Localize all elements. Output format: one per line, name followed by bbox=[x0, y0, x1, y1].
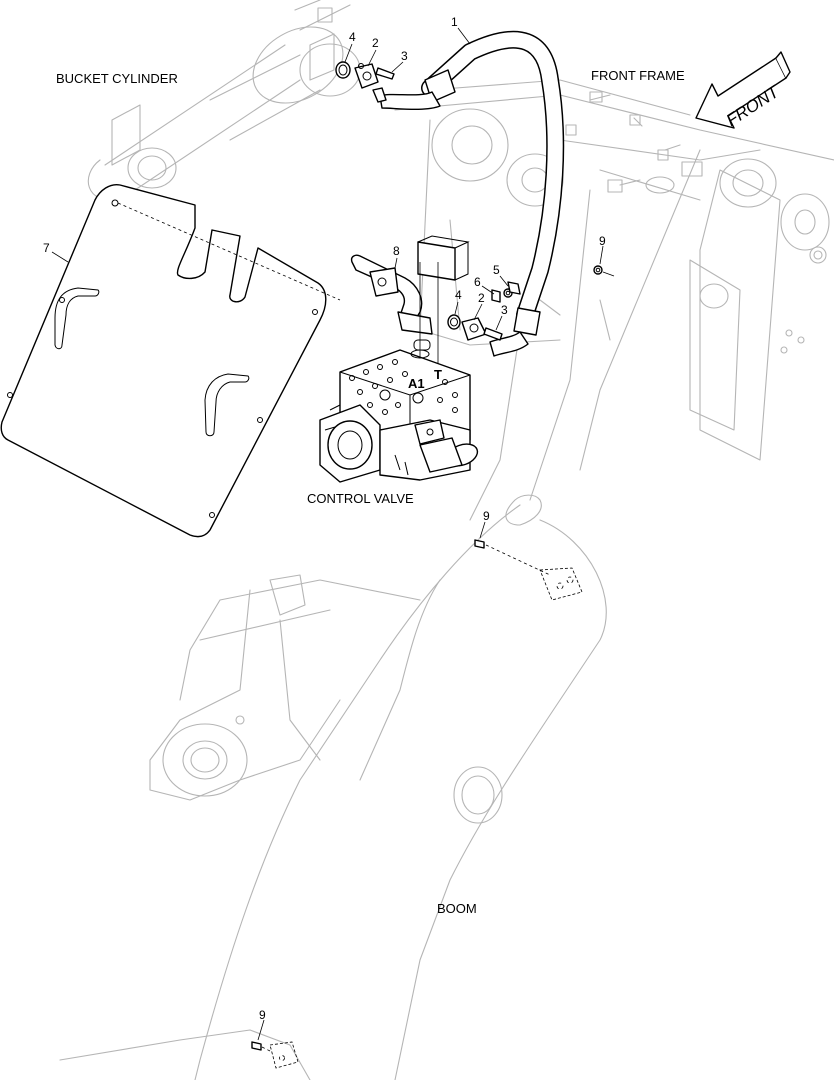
lower-fittings bbox=[447, 281, 521, 341]
port-t-label: T bbox=[434, 367, 442, 382]
callout-4-lower: 4 bbox=[455, 288, 462, 302]
upper-fittings bbox=[335, 61, 395, 103]
bucket-cylinder-label: BUCKET CYLINDER bbox=[56, 71, 178, 86]
callout-2-lower: 2 bbox=[478, 291, 485, 305]
callout-2-upper: 2 bbox=[372, 36, 379, 50]
port-a1-label: A1 bbox=[408, 376, 425, 391]
callout-1: 1 bbox=[451, 15, 458, 29]
callout-3-upper: 3 bbox=[401, 49, 408, 63]
hydraulic-hose bbox=[379, 30, 565, 357]
cover-plate bbox=[0, 183, 341, 538]
leader-lines bbox=[51, 27, 604, 1041]
callout-4-upper: 4 bbox=[349, 30, 356, 44]
control-valve bbox=[319, 349, 479, 483]
background-structure bbox=[59, 0, 834, 1080]
front-direction-arrow: FRONT bbox=[695, 51, 791, 130]
callout-6: 6 bbox=[474, 275, 481, 289]
boom-bolt-mid bbox=[474, 539, 583, 601]
control-valve-label: CONTROL VALVE bbox=[307, 491, 414, 506]
callout-9-boom-mid: 9 bbox=[483, 509, 490, 523]
frame-bolt bbox=[593, 265, 615, 277]
callout-5: 5 bbox=[493, 263, 500, 277]
callout-9-frame: 9 bbox=[599, 234, 606, 248]
callout-7: 7 bbox=[43, 241, 50, 255]
boom-label: BOOM bbox=[437, 901, 477, 916]
callout-8: 8 bbox=[393, 244, 400, 258]
boom-bolt-low bbox=[251, 1041, 299, 1069]
callout-3-lower: 3 bbox=[501, 303, 508, 317]
front-frame-label: FRONT FRAME bbox=[591, 68, 685, 83]
elbow-fitting bbox=[350, 235, 470, 392]
callout-9-boom-low: 9 bbox=[259, 1008, 266, 1022]
